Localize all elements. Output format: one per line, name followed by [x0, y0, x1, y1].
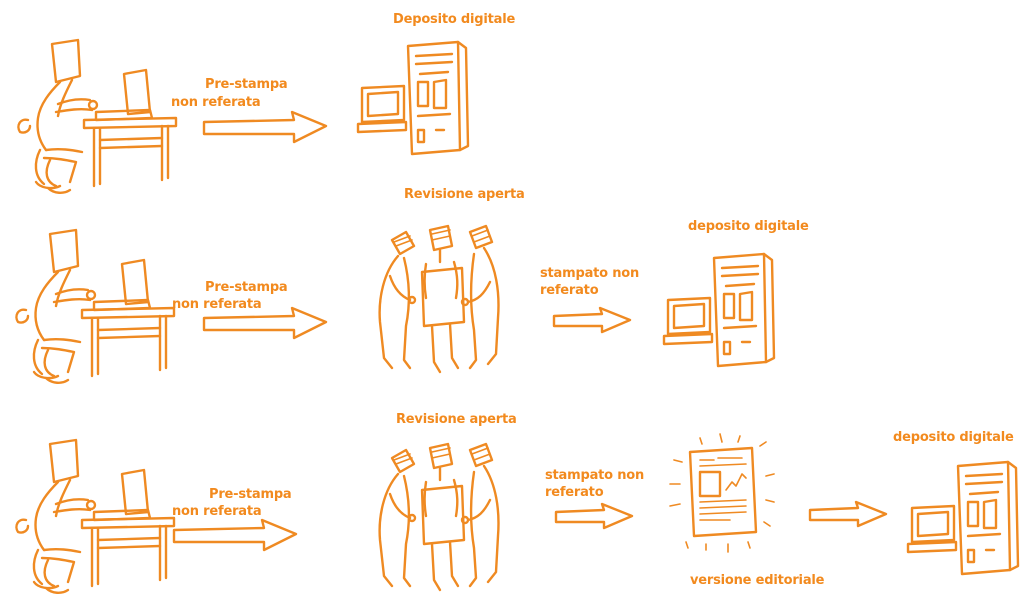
row2-arrow-label-line2: non referata	[172, 297, 262, 312]
row3-reviewers	[378, 442, 500, 592]
row2-reviewers	[378, 224, 500, 374]
row3-final-arrow	[808, 500, 888, 528]
row3-printed-label-line1: stampato non	[545, 468, 645, 483]
row2-arrow-label-line1: Pre-stampa	[205, 280, 288, 295]
row3-repository-computer	[906, 460, 1020, 576]
row3-repository-label: deposito digitale	[893, 430, 1014, 445]
row1-repository-label: Deposito digitale	[393, 12, 516, 27]
row2-author	[15, 228, 176, 384]
row3-author	[15, 438, 176, 594]
row1-repository-computer	[356, 40, 470, 156]
row3-arrow-label-line1: Pre-stampa	[209, 487, 292, 502]
row3-arrow	[172, 518, 298, 552]
row1-arrow-label-line1: Pre-stampa	[205, 77, 288, 92]
row1-author	[17, 38, 178, 194]
row3-arrow-label-line2: non referata	[172, 504, 262, 519]
row2-review-label: Revisione aperta	[404, 187, 525, 202]
row1-arrow-label-line2: non referata	[171, 95, 261, 110]
row2-repository-computer	[662, 252, 776, 368]
row3-printed-label-line2: referato	[545, 485, 604, 500]
row2-printed-label-line1: stampato non	[540, 266, 640, 281]
row3-small-arrow	[554, 502, 634, 530]
row2-repository-label: deposito digitale	[688, 219, 809, 234]
row2-small-arrow	[552, 306, 632, 334]
row2-printed-label-line2: referato	[540, 283, 599, 298]
row1-arrow	[202, 110, 328, 144]
row3-review-label: Revisione aperta	[396, 412, 517, 427]
row3-editorial-paper	[668, 432, 776, 554]
row3-editorial-label: versione editoriale	[690, 573, 825, 588]
